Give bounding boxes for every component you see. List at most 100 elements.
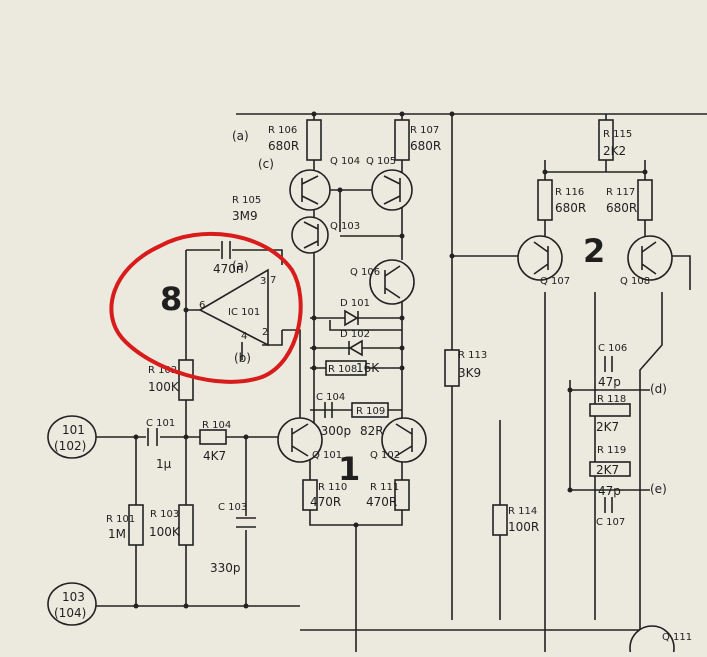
resistor-r110: R 110 470R xyxy=(302,479,347,511)
resistor-r118: R 118 2K7 xyxy=(589,394,631,434)
resistor-r113: R 113 3K9 xyxy=(444,349,487,387)
resistor-r117: R 117 680R xyxy=(606,179,653,221)
ic-pin4: 4 xyxy=(241,331,247,342)
r114-ref: R 114 xyxy=(508,506,537,517)
q104-ref: Q 104 xyxy=(330,156,360,167)
c103-ref: C 103 xyxy=(218,502,247,513)
r113-ref: R 113 xyxy=(458,350,487,361)
transistor-q103: Q 103 xyxy=(291,216,360,254)
capacitor-c103: C 103 330p xyxy=(210,502,256,575)
resistor-r116: R 116 680R xyxy=(537,179,586,221)
q111-ref: Q 111 xyxy=(662,632,692,643)
resistor-r101: R 101 1M xyxy=(106,504,144,546)
resistor-r119: R 119 2K7 xyxy=(589,445,631,477)
r118-ref: R 118 xyxy=(597,394,626,405)
node-e-label: (e) xyxy=(650,482,667,496)
d102-ref: D 102 xyxy=(340,329,370,340)
q101-ref: Q 101 xyxy=(312,450,342,461)
ic-pin7: 7 xyxy=(270,275,276,286)
q105-ref: Q 105 xyxy=(366,156,396,167)
r102-value: 100K xyxy=(148,380,180,394)
r106-value: 680R xyxy=(268,139,299,153)
resistor-r103: R 103 100K xyxy=(149,504,194,546)
cfb-value: 470n xyxy=(213,262,244,276)
r103-ref: R 103 xyxy=(150,509,179,520)
resistor-r107: R 107 680R xyxy=(394,119,441,161)
r109-value: 82R xyxy=(360,424,384,438)
diode-d101: D 101 xyxy=(340,298,370,327)
r103-value: 100K xyxy=(149,525,181,539)
terminal-103-label: 103 xyxy=(62,590,85,604)
ic-node-a: (a) xyxy=(232,259,249,273)
q106-ref: Q 106 xyxy=(350,267,380,278)
ic-pin2: 2 xyxy=(262,327,268,338)
block-2-label: 2 xyxy=(583,232,605,270)
c104-value: 3300p xyxy=(313,424,351,438)
r111-value: 470R xyxy=(366,495,397,509)
q107-ref: Q 107 xyxy=(540,276,570,287)
node-d-label: (d) xyxy=(650,382,667,396)
transistor-q108: Q 108 xyxy=(620,235,673,287)
r114-value: 100R xyxy=(508,520,539,534)
capacitor-feedback: 470n xyxy=(213,241,244,276)
r110-value: 470R xyxy=(310,495,341,509)
r117-value: 680R xyxy=(606,201,637,215)
transistor-q102: Q 102 xyxy=(370,417,427,463)
r116-value: 680R xyxy=(555,201,586,215)
node-a-label: (a) xyxy=(232,129,249,143)
r101-ref: R 101 xyxy=(106,514,135,525)
resistor-r109: R 109 82R xyxy=(351,402,389,438)
terminal-104-label: (104) xyxy=(54,606,86,620)
r119-value: 2K7 xyxy=(596,463,619,477)
r109-ref: R 109 xyxy=(356,406,385,417)
r104-ref: R 104 xyxy=(202,420,231,431)
node-c-label: (c) xyxy=(258,157,274,171)
q103-ref: Q 103 xyxy=(330,221,360,232)
resistor-r114: R 114 100R xyxy=(492,504,539,536)
r105-value: 3M9 xyxy=(232,209,258,223)
r116-ref: R 116 xyxy=(555,187,584,198)
r115-value: 2K2 xyxy=(603,144,626,158)
r119-ref: R 119 xyxy=(597,445,626,456)
capacitor-c101: C 101 1µ xyxy=(146,418,175,471)
r101-value: 1M xyxy=(108,527,126,541)
resistor-r108: R 108 16K xyxy=(325,360,380,376)
block-1-label: 1 xyxy=(338,450,360,488)
transistor-q106: Q 106 xyxy=(350,259,415,305)
r110-ref: R 110 xyxy=(318,482,347,493)
resistor-r104: R 104 4K7 xyxy=(199,420,231,463)
r102-ref: R 102 xyxy=(148,365,177,376)
r115-ref: R 115 xyxy=(603,129,632,140)
r118-value: 2K7 xyxy=(596,420,619,434)
ic-node-b: (b) xyxy=(234,351,251,365)
transistor-q101: Q 101 xyxy=(277,417,342,463)
terminal-101: 101 (102) xyxy=(47,415,97,459)
c106-value: 47p xyxy=(598,375,621,389)
q102-ref: Q 102 xyxy=(370,450,400,461)
r106-ref: R 106 xyxy=(268,125,297,136)
r108-ref: R 108 xyxy=(328,364,357,375)
r111-ref: R 111 xyxy=(370,482,399,493)
c107-value: 47p xyxy=(598,484,621,498)
r104-value: 4K7 xyxy=(203,449,226,463)
capacitor-c106: C 106 47p xyxy=(598,343,627,389)
c106-ref: C 106 xyxy=(598,343,627,354)
r107-value: 680R xyxy=(410,139,441,153)
r107-ref: R 107 xyxy=(410,125,439,136)
terminal-102-label: (102) xyxy=(54,439,86,453)
resistor-r115: R 115 2K2 xyxy=(598,119,632,161)
block-8-label: 8 xyxy=(160,280,182,318)
terminal-101-label: 101 xyxy=(62,423,85,437)
terminal-103: 103 (104) xyxy=(47,582,97,626)
ic-pin3: 3 xyxy=(260,276,266,287)
capacitor-c104: C 104 3300p xyxy=(313,392,351,438)
resistor-r111: R 111 470R xyxy=(366,479,410,511)
resistor-r102: R 102 100K xyxy=(148,359,194,401)
r105-ref: R 105 xyxy=(232,195,261,206)
c104-ref: C 104 xyxy=(316,392,345,403)
highlight-circle xyxy=(109,231,303,384)
r117-ref: R 117 xyxy=(606,187,635,198)
c103-value: 330p xyxy=(210,561,241,575)
